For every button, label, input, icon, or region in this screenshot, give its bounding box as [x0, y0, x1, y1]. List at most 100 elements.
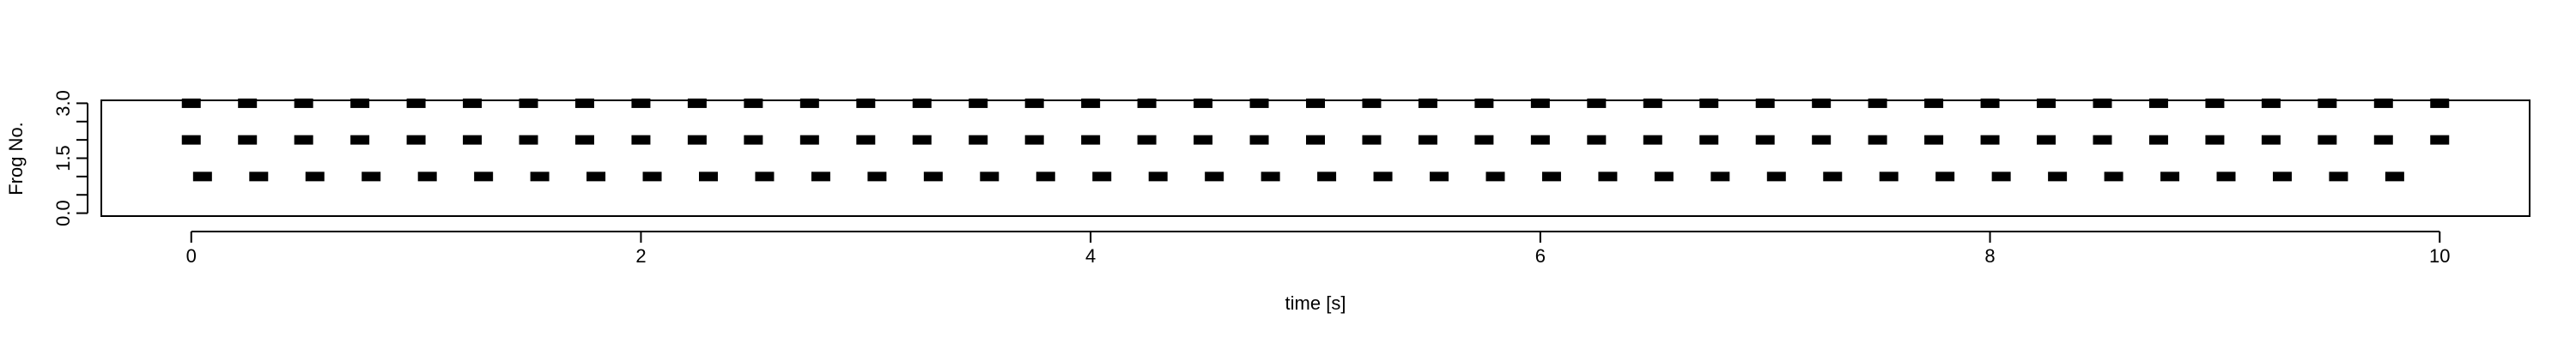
event-mark [642, 172, 662, 182]
event-mark [1418, 135, 1437, 145]
event-mark [2205, 98, 2225, 108]
event-mark [856, 135, 876, 145]
event-mark [2104, 172, 2123, 182]
event-mark [1991, 172, 2011, 182]
event-mark [2093, 135, 2112, 145]
event-mark [1418, 98, 1437, 108]
event-mark [305, 172, 325, 182]
event-mark [1643, 98, 1662, 108]
event-mark [980, 172, 999, 182]
event-mark [1530, 135, 1550, 145]
event-mark [1699, 98, 1719, 108]
event-mark [1812, 98, 1832, 108]
event-mark [350, 135, 370, 145]
event-mark [969, 135, 988, 145]
y-axis: 0.01.53.0 [52, 90, 88, 226]
event-mark [350, 98, 370, 108]
event-mark [1587, 135, 1607, 145]
event-mark [2318, 98, 2337, 108]
event-mark [1868, 135, 1887, 145]
event-mark [586, 172, 606, 182]
event-mark [1137, 98, 1157, 108]
event-mark [361, 172, 381, 182]
event-mark [912, 135, 932, 145]
event-mark [1530, 98, 1550, 108]
event-mark [1868, 98, 1887, 108]
event-mark [631, 135, 651, 145]
event-mark [1823, 172, 1843, 182]
y-tick-label: 1.5 [52, 145, 74, 172]
event-mark [1710, 172, 1730, 182]
event-mark [2272, 172, 2292, 182]
event-mark [2373, 98, 2393, 108]
event-mark [1317, 172, 1337, 182]
event-mark [912, 98, 932, 108]
event-mark [1249, 98, 1269, 108]
event-mark [1194, 98, 1213, 108]
event-mark [687, 98, 707, 108]
event-mark [463, 135, 483, 145]
event-mark [1261, 172, 1280, 182]
event-mark [1541, 172, 1561, 182]
event-mark [923, 172, 943, 182]
event-mark [417, 172, 437, 182]
event-mark [1474, 135, 1494, 145]
event-mark [1643, 135, 1662, 145]
event-mark [2160, 172, 2180, 182]
event-mark [249, 172, 269, 182]
event-mark [574, 135, 594, 145]
event-mark [1306, 98, 1325, 108]
event-mark [631, 98, 651, 108]
plot-frame [100, 99, 2530, 217]
event-mark [1306, 135, 1325, 145]
event-mark [744, 98, 763, 108]
event-mark [2261, 98, 2281, 108]
event-mark [1980, 135, 2000, 145]
x-axis-label: time [s] [1285, 292, 1346, 314]
event-mark [1036, 172, 1055, 182]
event-mark [1755, 98, 1775, 108]
event-mark [811, 172, 830, 182]
event-mark [574, 98, 594, 108]
event-mark [799, 98, 819, 108]
event-mark [799, 135, 819, 145]
event-mark [2430, 98, 2450, 108]
event-mark [969, 98, 988, 108]
event-mark [1812, 135, 1832, 145]
event-mark [1980, 98, 2000, 108]
event-mark [519, 98, 538, 108]
event-mark [294, 98, 313, 108]
event-mark [2216, 172, 2236, 182]
event-mark [1766, 172, 1786, 182]
event-mark [1430, 172, 1449, 182]
x-tick-label: 0 [186, 245, 197, 267]
event-mark [1362, 135, 1382, 145]
event-mark [1935, 172, 1955, 182]
x-tick-label: 10 [2429, 245, 2450, 267]
event-mark [1598, 172, 1618, 182]
event-mark [2037, 98, 2057, 108]
event-mark [2205, 135, 2225, 145]
event-mark [2329, 172, 2348, 182]
event-marks [181, 98, 2450, 182]
event-mark [1092, 172, 1112, 182]
event-mark [2093, 98, 2112, 108]
event-mark [2148, 135, 2168, 145]
event-mark [687, 135, 707, 145]
event-mark [1373, 172, 1393, 182]
event-mark [238, 98, 258, 108]
x-tick-label: 8 [1984, 245, 1995, 267]
event-mark [1024, 135, 1044, 145]
event-mark [2385, 172, 2404, 182]
event-mark [1362, 98, 1382, 108]
event-mark [1485, 172, 1505, 182]
event-mark [856, 98, 876, 108]
x-tick-label: 4 [1085, 245, 1096, 267]
y-axis-label: Frog No. [5, 122, 27, 196]
event-mark [238, 135, 258, 145]
event-mark [1205, 172, 1224, 182]
event-mark [1137, 135, 1157, 145]
event-mark [1474, 98, 1494, 108]
